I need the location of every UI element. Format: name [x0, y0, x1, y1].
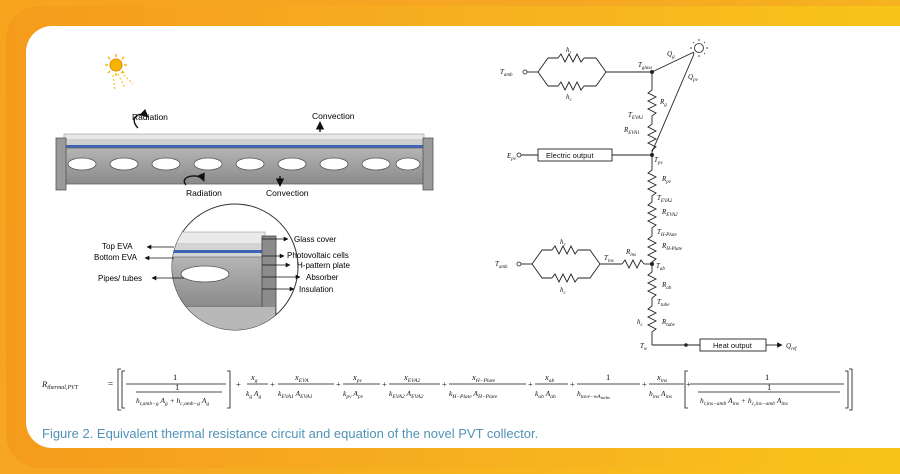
heat-output-label: Heat output	[713, 341, 753, 350]
svg-text:1: 1	[175, 382, 179, 392]
svg-text:1: 1	[765, 372, 769, 382]
circuit-nodes	[516, 69, 688, 347]
label-absorber: Absorber	[306, 273, 339, 282]
fraction-bars	[126, 383, 844, 393]
svg-text:+: +	[382, 379, 387, 389]
label-glass-cover: Glass cover	[294, 235, 337, 244]
term-xpv-den: kpv Apv	[343, 389, 364, 400]
h-c-tube-label: hc	[637, 318, 644, 328]
term-xins-den: hins Ains	[649, 389, 672, 400]
radiation-bottom-label: Radiation	[186, 188, 222, 198]
svg-text:+: +	[570, 379, 575, 389]
r-ins-label: Rins	[625, 248, 636, 258]
figure-caption: Figure 2. Equivalent thermal resistance …	[42, 426, 539, 441]
e-pv-label: Epv	[506, 152, 517, 162]
r-pv-label: Rpv	[661, 175, 672, 185]
figure-card	[26, 26, 900, 448]
q-ref-label: Qref	[786, 342, 797, 352]
radiation-bottom-arrow	[183, 172, 205, 186]
equation-brackets	[117, 368, 853, 411]
t-hplate-label: TH-Plate	[657, 228, 678, 238]
circuit	[521, 51, 783, 352]
svg-text:+: +	[642, 379, 647, 389]
collector-section	[55, 133, 434, 191]
svg-text:+: +	[528, 379, 533, 389]
radiation-top-arrow	[133, 108, 149, 129]
term-tube-num: 1	[606, 372, 610, 382]
t-tube-label: Ttube	[657, 298, 670, 308]
convection-bottom-label: Convection	[266, 188, 309, 198]
electric-output-label: Electric output	[546, 151, 594, 160]
svg-text:=: =	[108, 379, 113, 389]
q-pv-label: Qpv	[688, 73, 699, 83]
t-eva2-label: TEVA2	[657, 194, 673, 204]
t-w-label: Tw	[640, 342, 648, 352]
t-ab-label: Tab	[656, 262, 665, 272]
term1-denominator: hr,amb−g Ag + hc,amb−g Ag	[136, 396, 209, 407]
term-tube-den: htuve−wAturbe	[577, 389, 610, 400]
label-bottom-eva: Bottom EVA	[94, 253, 138, 262]
term-xins-num: xins	[656, 372, 667, 384]
term-xab-num: xab	[544, 372, 555, 384]
circuit-sun-icon	[690, 39, 708, 57]
equation: Rthermal,PVT = 1 1 hr,amb−g Ag	[41, 368, 853, 411]
term-xg-den: kg Ag	[246, 389, 261, 400]
r-tube-label: Rtube	[661, 318, 676, 328]
svg-text:+: +	[336, 379, 341, 389]
t-amb-top-label: Tamb	[500, 68, 513, 78]
q-g-label: Qg	[667, 50, 675, 60]
t-eva1-label: TEVA1	[628, 111, 643, 121]
svg-text:1: 1	[767, 382, 771, 392]
label-pipes: Pipes/ tubes	[98, 274, 142, 283]
t-pv-label: Tpv	[654, 156, 663, 166]
last-term-denominator: hr,ins−amb Ains + hc,ins−amb Ains	[700, 396, 788, 407]
r-g-label: Rg	[659, 98, 667, 108]
r-eva1-label: REVA1	[623, 126, 640, 136]
h-r-bottom-label: hr	[560, 238, 566, 248]
equation-lhs: Rthermal,PVT	[41, 379, 79, 391]
term-xeva-den: kEVA1 AEVA1	[278, 389, 313, 400]
t-glass-label: Tglass	[638, 61, 652, 71]
sun-icon	[105, 54, 134, 91]
r-ab-label: Rab	[661, 281, 672, 291]
h-c-top-label: hc	[566, 93, 573, 103]
label-h-plate: H-pattern plate	[297, 261, 350, 270]
term-xeva-num: xEVA	[294, 372, 309, 384]
h-c-bottom-label: hc	[560, 286, 567, 296]
term-xg-num: xg	[250, 372, 258, 384]
svg-text:+: +	[270, 379, 275, 389]
term-xab-den: kab Aab	[535, 389, 556, 400]
svg-text:+: +	[686, 379, 691, 389]
term-xpv-num: xpv	[352, 372, 363, 384]
radiation-top-label: Radiation	[132, 112, 168, 122]
h-r-top-label: hr	[566, 46, 572, 56]
svg-text:1: 1	[173, 372, 177, 382]
term-xeva2-num: xEVA2	[403, 372, 420, 384]
r-hplate-label: RH-Plate	[661, 242, 683, 252]
term-xhplate-num: xH−Plate	[471, 372, 496, 384]
svg-text:+: +	[236, 379, 241, 389]
label-top-eva: Top EVA	[102, 242, 133, 251]
term-xeva2-den: kEVA2 AEVA2	[389, 389, 424, 400]
t-ins-label: Tins	[604, 254, 614, 264]
t-amb-bottom-label: Tamb	[495, 260, 508, 270]
zoom-detail	[171, 203, 299, 331]
label-insulation: Insulation	[299, 285, 333, 294]
r-eva2-label: REVA2	[661, 208, 678, 218]
label-pv-cells: Photovoltaic cells	[287, 251, 349, 260]
svg-text:+: +	[442, 379, 447, 389]
term-xhplate-den: kH−Plate AH−Plate	[449, 389, 498, 400]
convection-top-label: Convection	[312, 111, 355, 121]
